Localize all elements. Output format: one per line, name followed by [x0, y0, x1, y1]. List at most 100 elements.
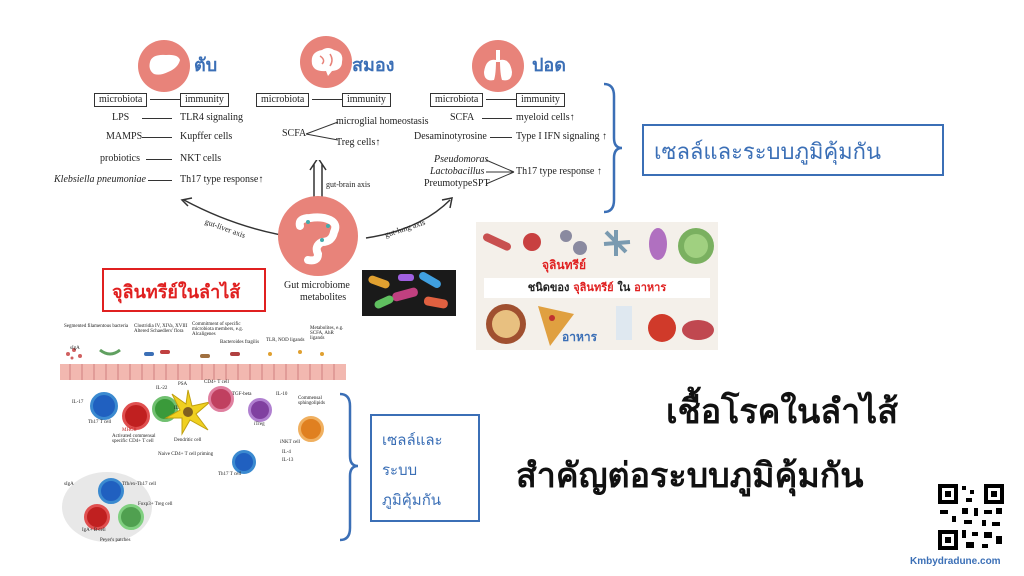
lumen-bacteria [66, 348, 324, 360]
lung-group-microbiota-2: Lactobacillus [430, 166, 485, 177]
headline-line-2: สำคัญต่อระบบภูมิคุ้มกัน [516, 456, 864, 496]
lungs-title: ปอด [532, 55, 566, 76]
bacteria-image [368, 272, 448, 309]
liver-row-1-microbiota: LPS [112, 112, 130, 123]
immune-callout-bottom-line-3: ภูมิคุ้มกัน [382, 491, 442, 509]
lungs-icon [484, 50, 512, 81]
liver-row-3-immunity: NKT cells [180, 153, 222, 164]
gut-circle [278, 196, 358, 276]
label-il22: IL-22 [156, 386, 168, 391]
th17-cell [90, 392, 118, 420]
activated-t-cell [122, 402, 150, 430]
lung-group-immunity: Th17 type response ↑ [516, 166, 602, 177]
food-panel-title-mid: ใน [617, 281, 631, 294]
liver-row-4-immunity: Th17 type response↑ [180, 174, 264, 185]
bacteria-photo [362, 270, 456, 316]
liver-circle [138, 40, 190, 92]
immune-callout-bottom: เซลล์และ ระบบ ภูมิคุ้มกัน [370, 414, 480, 522]
website-link[interactable]: Kmbydradune.com [910, 556, 1001, 567]
food-panel-title: ชนิดของ จุลินทรีย์ ใน อาหาร [484, 278, 710, 298]
immune-callout-bottom-line-1: เซลล์และ [382, 431, 443, 449]
lung-row-1-immunity: myeloid cells↑ [516, 112, 575, 123]
label-cd4: CD4+ T cell [204, 380, 229, 385]
label-tgfb: TGF-beta [232, 392, 252, 397]
lung-immunity-header: immunity [516, 93, 565, 107]
food-panel-microbe-label: จุลินทรีย์ [542, 258, 586, 272]
brain-microbiota-header: microbiota [256, 93, 310, 107]
label-th17-2: Th17 T cell [218, 472, 242, 477]
label-clostridia: Clostridia IV, XIVa, XVIII Altered Schae… [134, 324, 188, 334]
lung-microbiota-header: microbiota [430, 93, 484, 107]
inkt-cell [298, 416, 324, 442]
label-tfh: Tfh/ex-Th17 cell [122, 482, 157, 487]
label-inkt: iNKT cell [280, 440, 301, 445]
label-activated: Activated commensal specific CD4+ T cell [112, 434, 156, 444]
label-siga-bottom: sIgA [64, 482, 74, 487]
itreg-cell [248, 398, 272, 422]
gut-microbes-callout-text: จุลินทรีย์ในลำไส้ [112, 282, 241, 303]
liver-title: ตับ [194, 55, 218, 76]
dendritic-cell [164, 389, 211, 436]
intestine-icon [295, 213, 340, 265]
label-mhcii: MHCII [122, 428, 137, 433]
lung-group-connector [485, 159, 515, 185]
brain-circle [300, 36, 352, 88]
food-panel-food-label: อาหาร [562, 330, 598, 344]
headline-line-1: เชื้อโรคในลำไส้ [666, 392, 899, 432]
brain-icon [311, 48, 343, 76]
lungs-circle [472, 40, 524, 92]
label-il4: IL-4 [282, 450, 291, 455]
liver-immunity-header: immunity [180, 93, 229, 107]
tfh-cell [98, 478, 124, 504]
microbes-illustration [483, 228, 714, 264]
immune-bracket-bottom [339, 392, 359, 542]
label-siga-top: sIgA [70, 346, 80, 351]
lung-group-microbiota-1: Pseudomoras [434, 154, 489, 165]
label-naive: Naive CD4+ T cell priming [158, 452, 214, 457]
qr-code[interactable] [938, 484, 1004, 550]
brain-immunity-2: Treg cells↑ [336, 137, 381, 148]
cd4-t-cell [208, 386, 234, 412]
foxp3-treg-cell [118, 504, 144, 530]
brain-immunity-1: microglial homeostasis [336, 116, 429, 127]
label-peyer: Peyer's patches [100, 538, 131, 543]
th17-cell-2 [232, 450, 256, 474]
immune-callout-top-text: เซลล์และระบบภูมิคุ้มกัน [654, 140, 882, 165]
epithelium [60, 364, 346, 380]
immune-bracket-top [603, 82, 623, 214]
brain-immunity-header: immunity [342, 93, 391, 107]
gut-label-2: metabolites [300, 292, 347, 303]
brain-microbiota: SCFA [282, 128, 307, 139]
label-sfb: Segmented filamentous bacteria [64, 324, 129, 329]
liver-microbiota-header: microbiota [94, 93, 148, 107]
liver-row-2-microbiota: MAMPS [106, 131, 143, 142]
lung-row-2-microbiota: Desaminotyrosine [414, 131, 487, 142]
gut-brain-axis-label: gut-brain axis [326, 180, 371, 189]
brain-title: สมอง [352, 55, 395, 76]
immune-callout-bottom-line-2: ระบบ [382, 461, 418, 479]
lung-group-microbiota-3: PreumotypeSPT [424, 178, 490, 189]
label-dendritic: Dendritic cell [174, 438, 202, 443]
food-microbes-panel: จุลินทรีย์ ชนิดของ จุลินทรีย์ ใน อาหาร อ… [476, 222, 718, 350]
immune-callout-top: เซลล์และระบบภูมิคุ้มกัน [642, 124, 944, 176]
label-itreg: iTreg [254, 422, 265, 427]
label-commensal: Commitment of specific microbiota member… [192, 322, 243, 337]
brain-connector [305, 121, 339, 141]
gut-label-1: Gut microbiome [284, 280, 350, 291]
label-commensal-sphingo: Commensal sphingolipids [298, 396, 325, 406]
label-bacteroides: Bacteroides fragilis [220, 340, 260, 345]
food-panel-title-food: อาหาร [634, 281, 667, 294]
label-metabolites: Metabolites, e.g. SCFA, AhR ligands [310, 326, 344, 341]
label-il17: IL-17 [72, 400, 84, 405]
label-th17: Th17 T cell [88, 420, 112, 425]
gut-microbes-callout: จุลินทรีย์ในลำไส้ [102, 268, 266, 312]
label-tlr: TLR, NOD ligands [266, 338, 305, 343]
liver-icon [149, 54, 180, 75]
intestinal-immunity-diagram: Segmented filamentous bacteria Clostridi… [60, 322, 346, 548]
foods-illustration [486, 304, 714, 346]
liver-row-1-immunity: TLR4 signaling [180, 112, 244, 123]
label-psa: PSA [178, 382, 188, 387]
lung-row-2-immunity: Type I IFN signaling ↑ [516, 131, 607, 142]
liver-row-3-microbiota: probiotics [100, 153, 140, 164]
liver-row-2-immunity: Kupffer cells [180, 131, 233, 142]
